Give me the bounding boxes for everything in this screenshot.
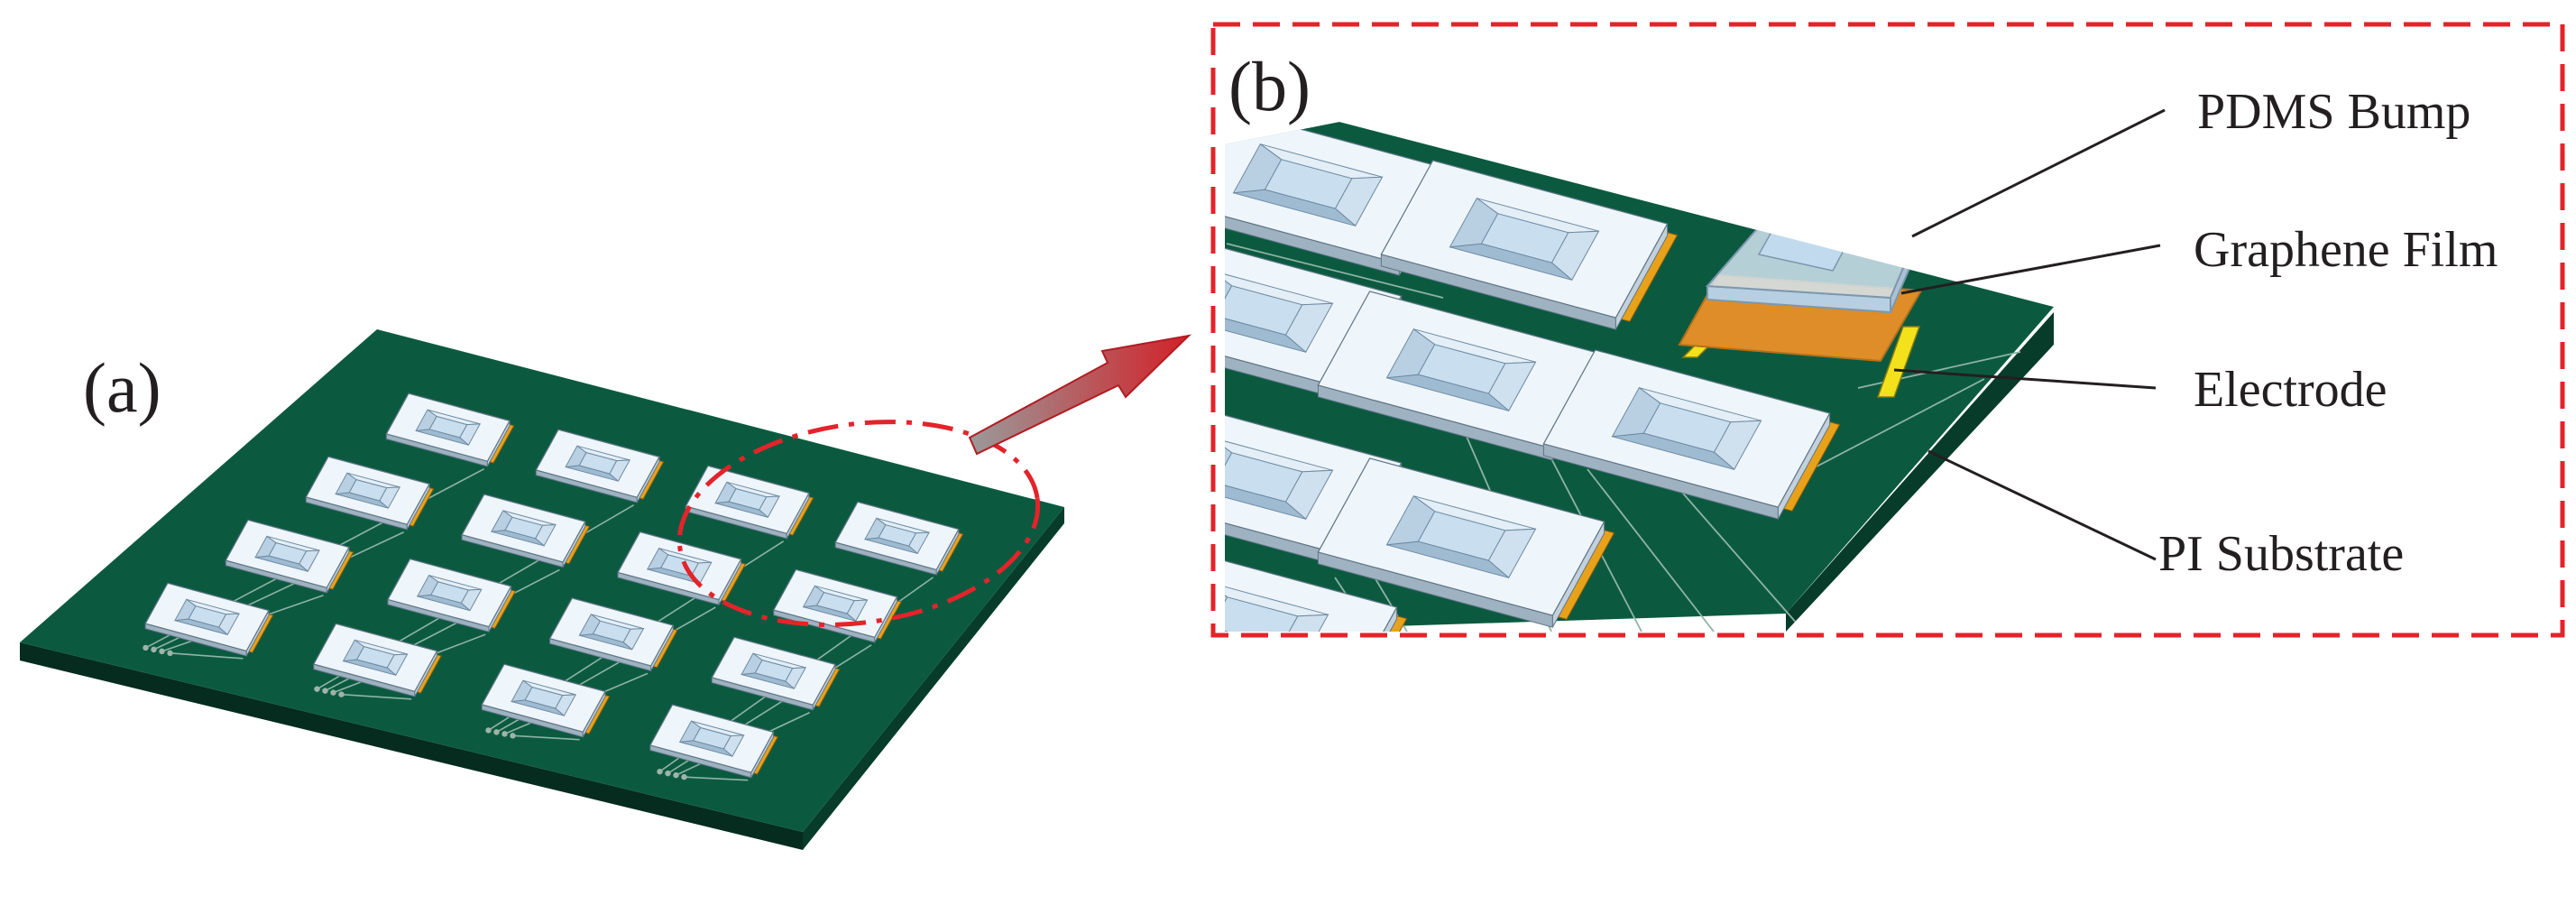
contact-pad: [657, 768, 663, 775]
contact-pad: [681, 773, 687, 780]
detail-trace-line: [1677, 486, 1805, 632]
label-pi-substrate: PI Substrate: [2158, 526, 2404, 582]
contact-pad: [493, 729, 500, 735]
zoom-region-ellipse: [676, 420, 1041, 627]
detail-trace-line: [1587, 468, 1715, 632]
panel-a: (a): [20, 329, 1064, 850]
callout-leaders: [1893, 108, 2166, 561]
label-pdms-bump: PDMS Bump: [2197, 84, 2470, 140]
contact-pad: [159, 648, 165, 655]
sensor-a-r2c4: [772, 568, 902, 643]
sensor-a-r2c3: [617, 531, 747, 605]
contact-pad: [501, 731, 508, 737]
sensor-a-r3c3: [548, 597, 678, 672]
sensor-b-5: [1542, 349, 1841, 520]
contact-pad: [485, 727, 492, 734]
trace-line: [170, 652, 244, 660]
electrode-pad: [1335, 612, 1408, 632]
contact-pad: [322, 688, 328, 694]
contact-pad: [314, 686, 320, 692]
contact-pad: [143, 644, 149, 651]
sensor-a-r3c4: [711, 636, 841, 711]
exploded-sensor: [1678, 194, 1923, 398]
leader-pdms-bump: [1911, 108, 2166, 238]
pdms-bump-layer: [1705, 194, 1921, 314]
contact-pad: [330, 689, 336, 696]
substrate-left-side: [20, 642, 803, 850]
contact-pad: [338, 691, 345, 697]
leader-pi-substrate: [1927, 449, 2157, 561]
sensor-b-7: [1317, 457, 1615, 628]
electrode-right: [1876, 326, 1921, 398]
sensor-a-r1c2: [535, 429, 665, 503]
sensor-a-r2c2: [461, 494, 591, 568]
detail-view: [1225, 122, 2054, 632]
substrate-right-side: [803, 507, 1064, 850]
contact-pad: [167, 650, 173, 657]
panel-b-label: (b): [1228, 47, 1311, 125]
sensor-a-r4c2: [312, 623, 442, 697]
sensor-a-r3c1: [225, 519, 354, 594]
sensor-a-r1c4: [834, 501, 964, 576]
sensor-a-r3c2: [387, 558, 517, 633]
sensor-b-8: [1225, 543, 1408, 632]
sensor-a-r4c4: [649, 704, 779, 779]
detail-sensor-grid: [1225, 122, 1841, 632]
panel-b: (b) PDMS Bump Graphene Film Electrode PI…: [1210, 22, 2565, 638]
substrate-top: [20, 329, 1064, 832]
trace-line: [512, 734, 580, 741]
contact-pad: [510, 733, 516, 739]
detail-frame: [1210, 22, 2565, 638]
sensor-a-r1c1: [385, 392, 515, 467]
trace-line: [341, 693, 412, 700]
leader-graphene-film: [1900, 244, 2161, 295]
contact-pad: [665, 770, 671, 777]
zoom-arrow: [968, 334, 1192, 456]
label-graphene-film: Graphene Film: [2194, 222, 2498, 278]
contact-pad: [673, 771, 679, 779]
trace-line: [684, 776, 749, 781]
label-electrode: Electrode: [2194, 362, 2387, 418]
sensor-a-r4c3: [481, 663, 611, 738]
sensor-b-2: [1380, 160, 1679, 330]
leader-electrode: [1893, 368, 2157, 390]
sensor-b-4: [1317, 291, 1615, 461]
sensor-a-r1c3: [685, 465, 814, 540]
sensor-a-r2c1: [305, 456, 435, 531]
detail-trace-line: [1226, 243, 1444, 299]
contact-pad: [151, 646, 157, 653]
sensor-grid: [144, 392, 964, 779]
panel-a-label: (a): [83, 348, 161, 427]
sensor-a-r4c1: [144, 582, 274, 657]
